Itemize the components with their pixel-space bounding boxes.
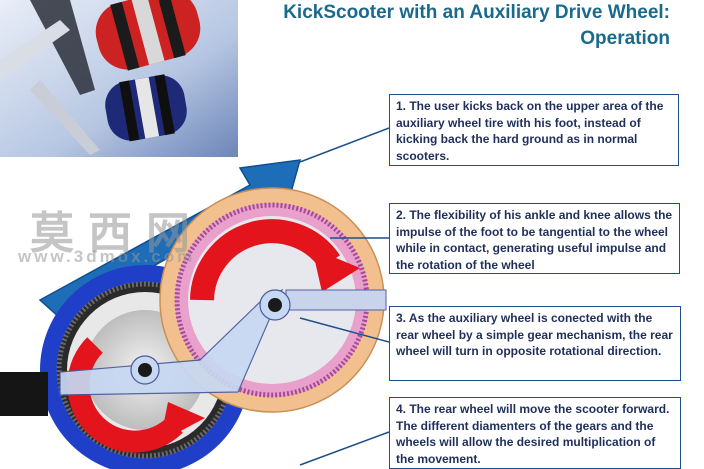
watermark-url: www.3dmox.com — [18, 247, 196, 266]
page-title: KickScooter with an Auxiliary Drive Whee… — [240, 0, 670, 52]
aux-rotation-arrow — [190, 219, 360, 301]
rear-rotation-arrow — [67, 337, 205, 453]
leader-lines — [299, 127, 390, 466]
title-line-2: Operation — [580, 28, 670, 49]
scooter-photo — [0, 0, 238, 157]
step-1-callout: 1. The user kicks back on the upper area… — [389, 94, 679, 166]
title-line-1: KickScooter with an Auxiliary Drive Whee… — [283, 2, 670, 23]
step-4-callout: 4. The rear wheel will move the scooter … — [389, 397, 681, 469]
watermark-chars: 莫西网 — [30, 208, 204, 259]
frame-linkage — [0, 288, 387, 416]
step-3-callout: 3. As the auxiliary wheel is conected wi… — [389, 306, 681, 381]
step-2-callout: 2. The flexibility of his ankle and knee… — [389, 203, 680, 274]
